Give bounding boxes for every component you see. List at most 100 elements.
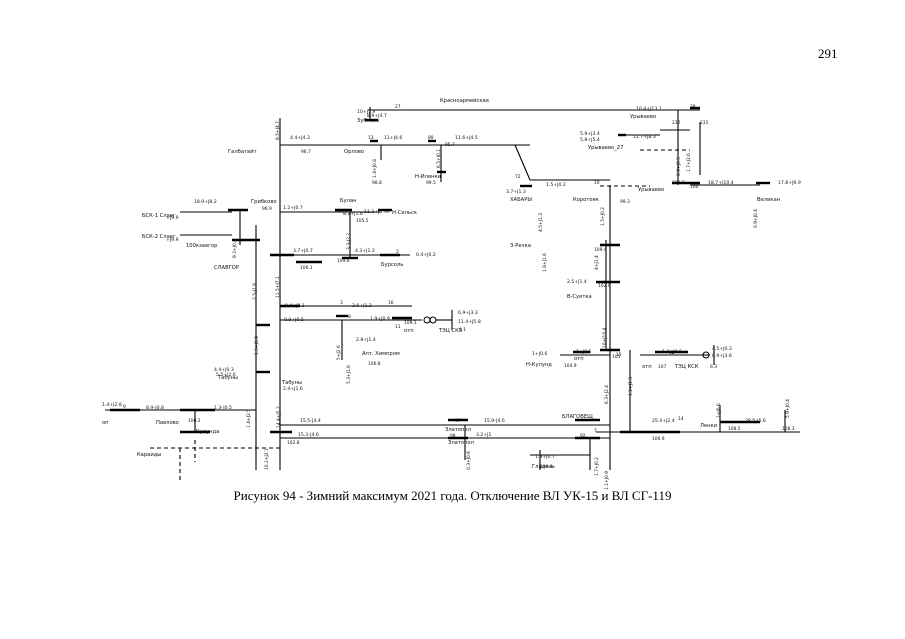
label-urivaevo: Урываево: [630, 114, 656, 120]
label-bulan: Булан: [340, 198, 357, 204]
flow-label: 1.5+J0.2: [546, 182, 566, 188]
label-velikan: Великан: [757, 197, 780, 203]
flow-label-vertical: 10+J10.4: [602, 327, 608, 348]
flow-label: 1+J0.5: [576, 349, 592, 355]
label-otp-kulunda: отп: [574, 356, 584, 362]
flow-label: 15.9-J4.6: [484, 418, 505, 424]
bus-label: 109.1: [404, 320, 417, 326]
flow-label: 8.9+J4.7: [367, 113, 387, 119]
bus-label: 231: [700, 120, 709, 126]
flow-label-vertical: 1.4+J2.5: [246, 409, 252, 428]
flow-label: 0.4+J0.2: [416, 252, 436, 258]
bus-label: 108.5: [728, 426, 741, 432]
bus-label: 104.9: [564, 363, 577, 369]
branch-number: 14: [678, 416, 684, 422]
label-bursol: Бурсоль: [381, 262, 403, 268]
flow-label-vertical: 10.2+J2.1: [264, 448, 270, 470]
branch-number: 3: [340, 300, 343, 306]
bus-label: 105.5: [356, 218, 369, 224]
flow-label-vertical: 1.7+J2.6: [686, 153, 692, 172]
bus-label: 230: [672, 120, 681, 126]
flow-label: 3.2+J1: [476, 432, 492, 438]
branch-number: 11: [395, 324, 401, 330]
branch-number: 7: [594, 428, 597, 434]
flow-label-vertical: 14.4+J5.2: [276, 406, 282, 428]
page-number: 291: [818, 46, 838, 61]
label-zubkovo: Зубково: [357, 118, 379, 124]
bus-label: 107: [658, 364, 667, 370]
flow-label: +J9.9: [166, 237, 179, 243]
flow-label-vertical: 5.3+J1.6: [346, 365, 352, 384]
branch-number: 10: [594, 180, 600, 186]
flow-label: 4.4+J4.3: [290, 135, 310, 141]
bus-label: 106.2: [188, 418, 201, 424]
label-kulunda: Кулунда: [196, 429, 219, 435]
flow-label-vertical: 6.3+J2.4: [604, 385, 610, 404]
flow-label-vertical: 0.3+J0.6: [466, 451, 472, 470]
bus-label: 96.9: [262, 206, 272, 212]
bus-label: 108.3: [782, 426, 795, 432]
bus-label: 102.8: [287, 440, 300, 446]
branch-number: 72: [515, 174, 521, 180]
flow-label: 1.2+J0.7: [283, 205, 303, 211]
flow-label: 5.5+J2.6: [216, 372, 236, 378]
flow-label: 12.7+J8.3: [633, 134, 656, 140]
label-tets-skz: ТЭЦ СКЗ: [438, 328, 462, 334]
flow-label: 1.3-J0.5: [214, 405, 232, 411]
flow-label: 2.8+J1.4: [356, 337, 376, 343]
flow-label-vertical: 2.5-J1.6: [252, 283, 258, 300]
branch-number: 2: [396, 249, 399, 255]
bus-label: 99.3: [620, 199, 630, 205]
label-z-rechka: З-Речка: [510, 243, 531, 249]
flow-label-vertical: 1.7+J0.2: [594, 457, 600, 476]
flow-label: 11.6+J4.5: [455, 135, 478, 141]
branch-number: 15: [616, 352, 622, 358]
flow-label-vertical: 8.5+J4.7: [275, 121, 281, 140]
branch-number: 13: [368, 135, 374, 141]
flow-label: +J9.9: [166, 215, 179, 221]
bus-label: 95.7: [445, 142, 455, 148]
flow-label-vertical: 4.5+J1.3: [538, 213, 544, 232]
flow-label: 1+J0.6: [532, 351, 548, 357]
label-tabuny: Табуны: [281, 380, 302, 386]
flow-label: 11+J4.6: [384, 135, 402, 141]
flow-label: 4.4+J0.3: [214, 367, 234, 373]
flow-label: 3.7+J0.7: [293, 248, 313, 254]
branch-number: 16: [388, 300, 394, 306]
flow-label: 2.5+J1.4: [567, 279, 587, 285]
bus-label: 105: [612, 354, 621, 360]
flow-label: 1.4+J2.8: [102, 402, 122, 408]
label-gladen: Гладень: [532, 464, 555, 470]
label-karaidy: Караиды: [137, 452, 161, 458]
bus-label: 106.9: [652, 436, 665, 442]
branch-number: 97: [455, 418, 461, 424]
label-alt-khimprom: Алт. Химпром: [362, 351, 400, 357]
flow-label: 17.8+J9.9: [778, 180, 801, 186]
flow-label-vertical: 1.2+J1.3: [628, 377, 634, 396]
branch-number: 9: [123, 404, 126, 410]
bus-label: 109.4: [594, 247, 607, 253]
flow-label-vertical: 1.1+J0.9: [604, 471, 610, 490]
label-bsk1: БСК-1 Слаег: [142, 213, 176, 219]
flow-label: 15.5-J4.4: [300, 418, 321, 424]
branch-number: 89: [428, 135, 434, 141]
bus-label: 6.1: [459, 327, 466, 333]
bus-label: 109.6: [337, 258, 350, 264]
label-otp-tets: отп: [404, 328, 414, 334]
bus-label: 6.3: [710, 364, 717, 370]
branch-number: 27: [395, 104, 401, 110]
branch-number: 8: [348, 314, 351, 320]
label-pavlovo: Павлово: [156, 420, 179, 426]
bus-label: 102.9: [598, 283, 611, 289]
flow-label-vertical: 0.9+J0.4: [753, 209, 759, 228]
label-orlovo: Орлово: [344, 149, 364, 155]
flow-label: 11.2+J0.99: [364, 209, 390, 215]
label-bsk2: БСК-2 Слаег: [142, 234, 176, 240]
bus-label: 106.8: [368, 361, 381, 367]
label-zlatopol: Златопол: [445, 427, 471, 433]
flow-label-vertical: 0.9+J0.5: [676, 157, 682, 176]
flow-label: 10.4+J13.1: [636, 106, 662, 112]
label-otp-ksk: отп: [642, 364, 652, 370]
bus-label: 99.5: [426, 180, 436, 186]
flow-label: 5.9+J3.4: [580, 131, 600, 137]
